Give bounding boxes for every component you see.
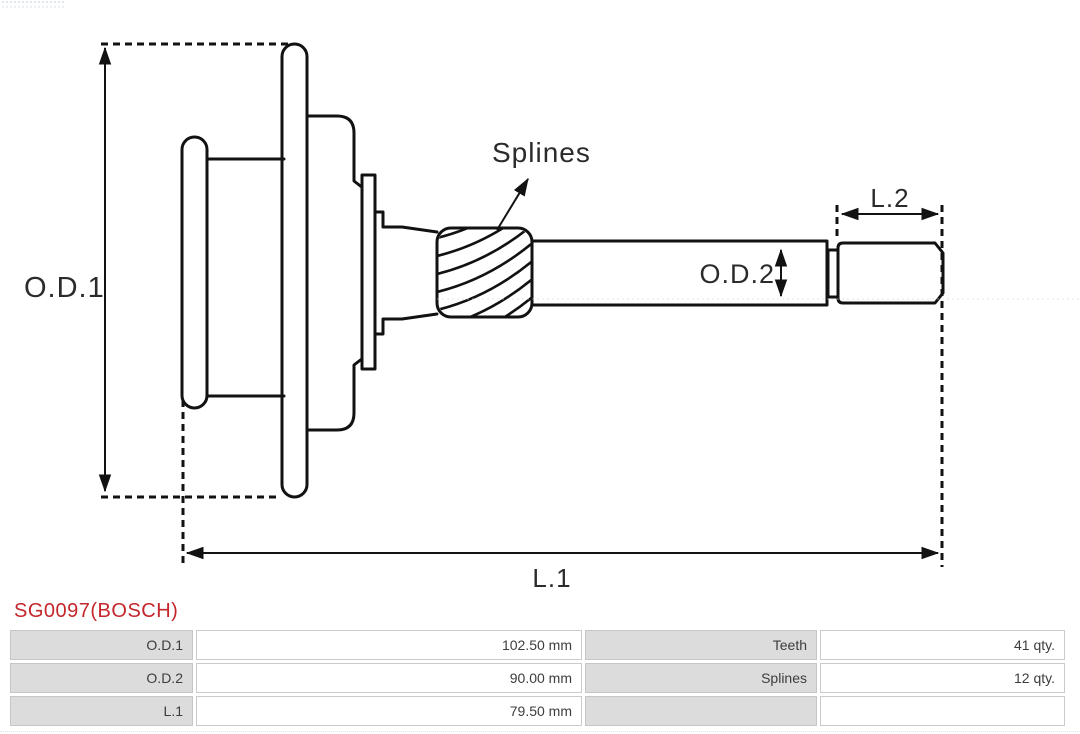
od1-label: O.D.1 xyxy=(24,272,105,304)
watermark-row xyxy=(2,6,64,8)
shaft-end-journal xyxy=(836,241,945,305)
spec-label-od2: O.D.2 xyxy=(10,663,193,693)
spec-value-splines: 12 qty. xyxy=(820,663,1065,693)
pulley-flange xyxy=(180,135,209,410)
ring-gear-disc xyxy=(280,42,309,499)
shaft-step-bottom xyxy=(373,312,439,336)
spec-value-od2: 90.00 mm xyxy=(196,663,582,693)
spec-value-teeth: 41 qty. xyxy=(820,630,1065,660)
spline-section xyxy=(435,226,534,319)
technical-drawing: O.D.1 Splines O.D.2 L.2 L.1 xyxy=(24,42,1080,593)
l1-label: L.1 xyxy=(532,563,571,593)
spec-label-teeth: Teeth xyxy=(585,630,817,660)
splines-leader-arrow xyxy=(496,177,529,231)
watermark-logo xyxy=(2,1,64,10)
spec-label-od1: O.D.1 xyxy=(10,630,193,660)
spec-label-l1: L.1 xyxy=(10,696,193,726)
spline-hatch xyxy=(438,229,531,316)
shaft-step-top xyxy=(373,210,439,234)
retainer-plate xyxy=(360,173,377,371)
spec-label-splines: Splines xyxy=(585,663,817,693)
hub-connector-lines xyxy=(205,157,286,398)
watermark-row xyxy=(2,1,64,3)
l2-label: L.2 xyxy=(870,183,909,213)
od2-label: O.D.2 xyxy=(699,259,775,289)
spec-value-empty xyxy=(820,696,1065,726)
part-number: SG0097(BOSCH) xyxy=(14,600,179,622)
spec-label-empty xyxy=(585,696,817,726)
bottom-edge-artifact xyxy=(0,731,1080,732)
spec-table: O.D.1 102.50 mm Teeth 41 qty. O.D.2 90.0… xyxy=(10,630,1068,726)
shaft xyxy=(529,239,829,307)
drawing-svg: O.D.1 Splines O.D.2 L.2 L.1 xyxy=(24,42,1080,593)
clutch-housing-outline xyxy=(305,114,365,432)
splines-label: Splines xyxy=(492,137,591,168)
spec-value-l1: 79.50 mm xyxy=(196,696,582,726)
spec-value-od1: 102.50 mm xyxy=(196,630,582,660)
